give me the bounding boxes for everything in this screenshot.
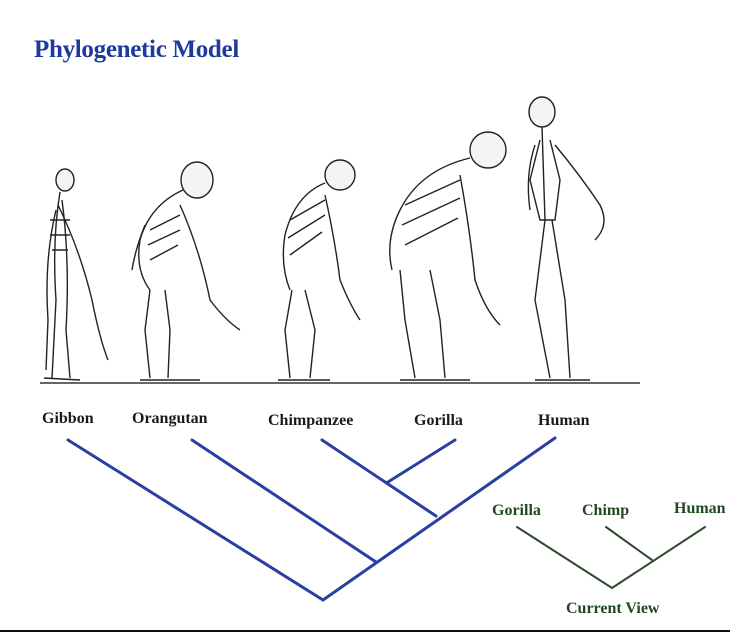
current-view-branch-chimp (606, 527, 652, 560)
current-view-caption: Current View (566, 600, 659, 618)
current-view-branch-gorilla (517, 527, 612, 588)
current-view-branch-human (612, 527, 705, 588)
bottom-divider (0, 630, 730, 632)
